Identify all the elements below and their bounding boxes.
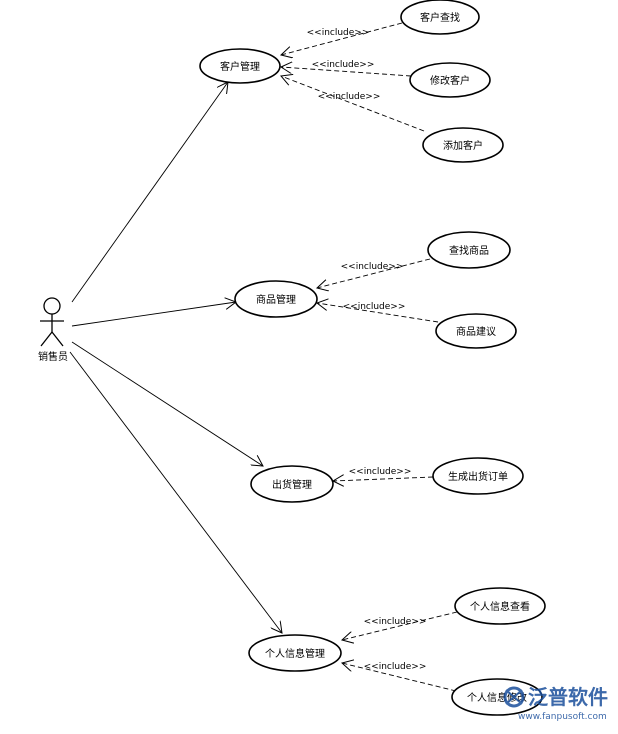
include-product-suggest — [317, 303, 439, 323]
use-case-label: 添加客户 — [443, 139, 483, 152]
include-label: <<include>> — [343, 302, 406, 312]
use-case-customer-search: 客户查找 — [400, 0, 480, 35]
use-case-label: 生成出货订单 — [448, 470, 508, 483]
association-customer-mgmt — [71, 82, 228, 303]
use-case-label: 客户管理 — [220, 60, 260, 73]
use-case-personal-view: 个人信息查看 — [454, 587, 546, 625]
watermark-text: 泛普软件 — [528, 685, 608, 709]
use-case-personal-mgmt: 个人信息管理 — [248, 634, 342, 672]
use-case-product-mgmt: 商品管理 — [234, 280, 318, 318]
use-case-label: 个人信息查看 — [470, 600, 530, 613]
include-customer-add — [281, 76, 425, 132]
include-label: <<include>> — [341, 262, 404, 272]
use-case-label: 商品管理 — [256, 293, 296, 306]
use-case-product-suggest: 商品建议 — [435, 313, 517, 349]
actor-label: 销售员 — [38, 350, 68, 363]
use-case-label: 商品建议 — [456, 325, 496, 338]
include-label: <<include>> — [364, 617, 427, 627]
association-personal-mgmt — [69, 351, 282, 633]
use-case-shipping-mgmt: 出货管理 — [250, 465, 334, 503]
actor-salesperson — [40, 297, 64, 347]
include-product-search — [317, 258, 431, 288]
association-product-mgmt — [71, 302, 236, 327]
include-label: <<include>> — [349, 467, 412, 477]
include-customer-search — [281, 22, 403, 55]
watermark-url: www.fanpusoft.com — [518, 712, 607, 722]
use-case-product-search: 查找商品 — [427, 231, 511, 269]
use-case-label: 修改客户 — [430, 74, 470, 87]
include-customer-edit — [281, 67, 412, 77]
use-case-customer-edit: 修改客户 — [409, 62, 491, 98]
association-shipping-mgmt — [71, 341, 263, 466]
use-case-customer-add: 添加客户 — [422, 127, 504, 163]
include-label: <<include>> — [307, 28, 370, 38]
include-personal-edit — [342, 663, 457, 692]
use-case-label: 查找商品 — [449, 244, 489, 257]
include-shipping-order — [333, 477, 434, 481]
use-case-shipping-order: 生成出货订单 — [432, 457, 524, 495]
use-case-label: 个人信息管理 — [265, 647, 325, 660]
use-case-label: 客户查找 — [420, 11, 460, 24]
include-label: <<include>> — [364, 662, 427, 672]
watermark-logo: 泛普软件 www.fanpusoft.com — [503, 685, 608, 722]
use-case-label: 出货管理 — [272, 478, 312, 491]
use-case-customer-mgmt: 客户管理 — [199, 48, 281, 84]
include-label: <<include>> — [312, 60, 375, 70]
include-label: <<include>> — [318, 92, 381, 102]
include-personal-view — [342, 611, 458, 640]
